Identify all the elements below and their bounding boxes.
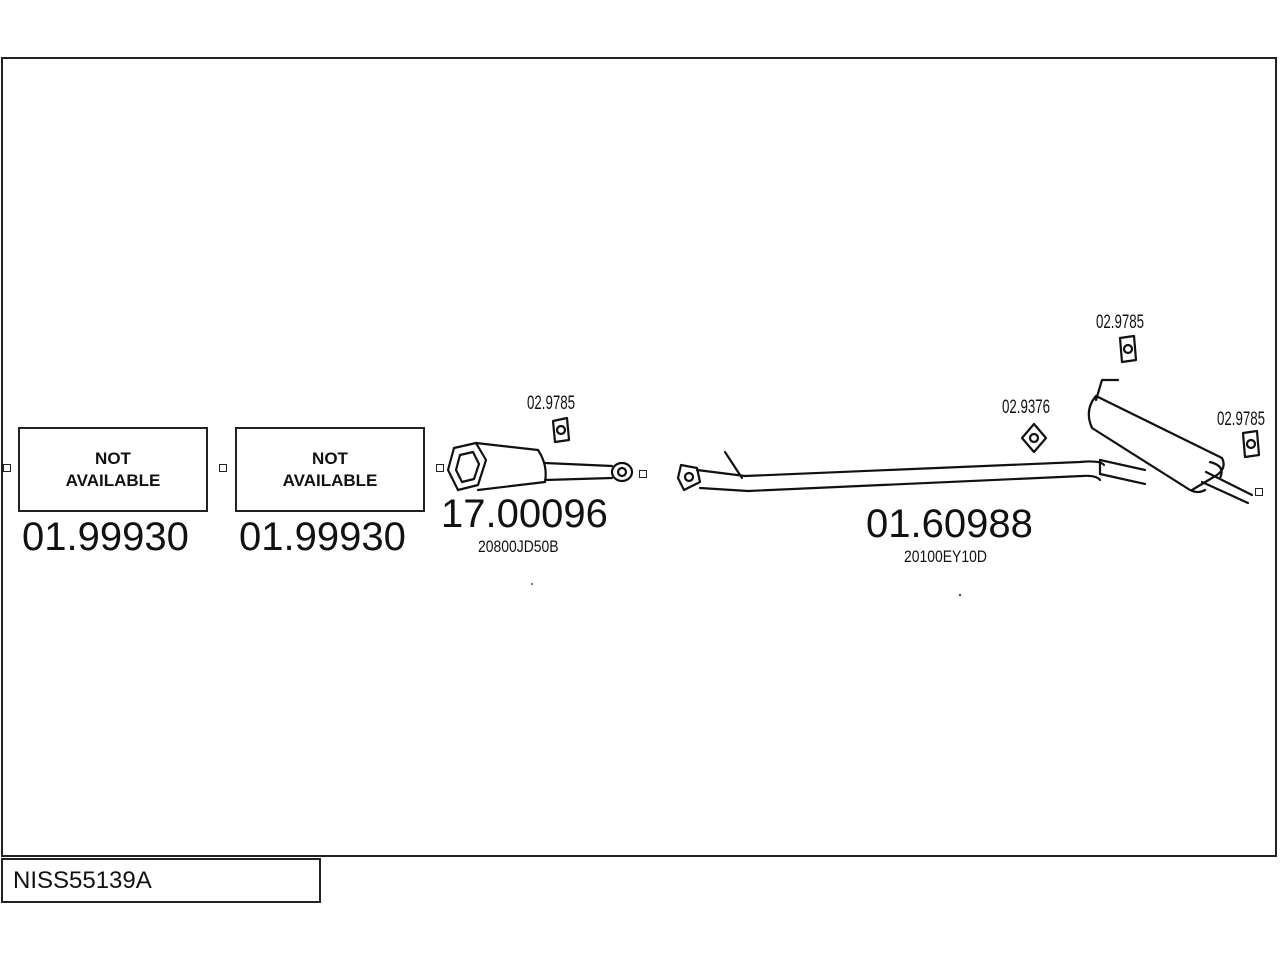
part-number: 01.99930 bbox=[239, 515, 406, 559]
not-available-box: NOT AVAILABLE bbox=[18, 427, 208, 512]
diagram-code: NISS55139A bbox=[1, 858, 321, 903]
oe-number: 20800JD50B bbox=[478, 537, 559, 556]
speck bbox=[958, 593, 962, 597]
part-number: 17.00096 bbox=[441, 492, 608, 536]
rubber-mount-drawing-3 bbox=[1118, 334, 1138, 364]
not-available-line1: NOT bbox=[95, 448, 131, 468]
connector-marker bbox=[436, 464, 444, 472]
speck bbox=[531, 583, 533, 585]
not-available-box: NOT AVAILABLE bbox=[235, 427, 425, 512]
oe-number: 20100EY10D bbox=[904, 547, 987, 566]
accessory-number: 02.9785 bbox=[1096, 312, 1145, 333]
accessory-number: 02.9785 bbox=[1217, 409, 1266, 430]
connector-marker bbox=[219, 464, 227, 472]
accessory-number: 02.9785 bbox=[527, 393, 576, 414]
connector-marker bbox=[1255, 488, 1263, 496]
accessory-number: 02.9376 bbox=[1002, 397, 1051, 418]
diagram-frame bbox=[1, 57, 1277, 857]
part-number: 01.99930 bbox=[22, 515, 189, 559]
catalytic-converter-drawing bbox=[446, 441, 634, 492]
connector-marker bbox=[3, 464, 11, 472]
not-available-line1: NOT bbox=[312, 448, 348, 468]
rubber-mount-drawing-1 bbox=[551, 416, 571, 444]
part-number: 01.60988 bbox=[866, 502, 1033, 546]
rubber-mount-drawing-4 bbox=[1241, 429, 1261, 459]
rear-silencer-drawing bbox=[676, 378, 1254, 505]
connector-marker bbox=[639, 470, 647, 478]
not-available-line2: AVAILABLE bbox=[282, 470, 378, 490]
not-available-line2: AVAILABLE bbox=[65, 470, 161, 490]
rubber-mount-drawing-2 bbox=[1020, 422, 1048, 454]
